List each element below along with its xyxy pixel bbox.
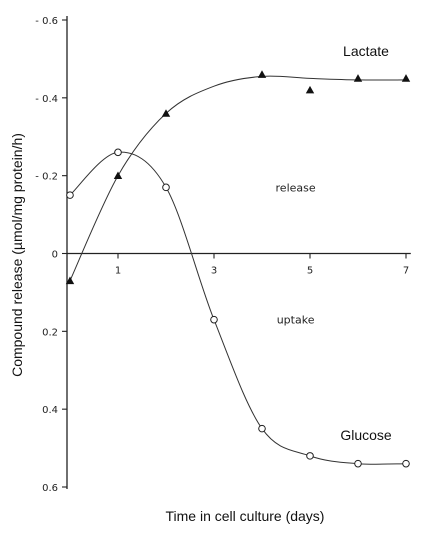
axes [66, 16, 411, 489]
glucose-point [258, 424, 266, 433]
y-tick-label: 0.2 [42, 327, 58, 338]
annotation-uptake: uptake [277, 314, 315, 327]
labels: Time in cell culture (days) Compound rel… [9, 43, 392, 524]
glucose-point [162, 183, 170, 192]
y-tick-label: 0.6 [42, 483, 58, 494]
x-tick-label: 3 [211, 266, 217, 277]
lactate-point [113, 171, 123, 180]
glucose-point [354, 459, 362, 468]
glucose-point [210, 315, 218, 324]
y-tick-label: - 0.2 [35, 172, 58, 183]
lactate-point [353, 74, 363, 82]
lactate-point [401, 74, 411, 82]
series-line-glucose [69, 151, 407, 465]
glucose-point [114, 148, 122, 157]
glucose-point [402, 459, 410, 468]
lactate-point [161, 109, 171, 117]
series-label-glucose: Glucose [340, 427, 392, 443]
series-markers [65, 70, 411, 468]
x-tick-label: 1 [115, 266, 121, 277]
y-tick-label: - 0.4 [35, 94, 58, 105]
y-tick-label: 0 [52, 250, 58, 261]
x-tick-label: 5 [307, 266, 313, 277]
y-axis-title: Compound release (µmol/mg protein/h) [9, 133, 25, 377]
x-tick-label: 7 [403, 266, 409, 277]
x-axis-title: Time in cell culture (days) [166, 508, 325, 524]
glucose-point [306, 452, 314, 460]
lactate-point [305, 85, 315, 94]
ticks: 0.6 0.4 0.2 0 - 0.2 - 0.4 - 0.6 1 3 5 7 [35, 16, 409, 494]
lactate-point [65, 276, 75, 285]
y-tick-label: 0.4 [42, 405, 58, 416]
glucose-point [66, 191, 74, 199]
annotation-release: release [276, 181, 316, 194]
y-tick-label: - 0.6 [35, 16, 58, 27]
series-label-lactate: Lactate [343, 43, 389, 59]
lactate-point [257, 70, 267, 78]
